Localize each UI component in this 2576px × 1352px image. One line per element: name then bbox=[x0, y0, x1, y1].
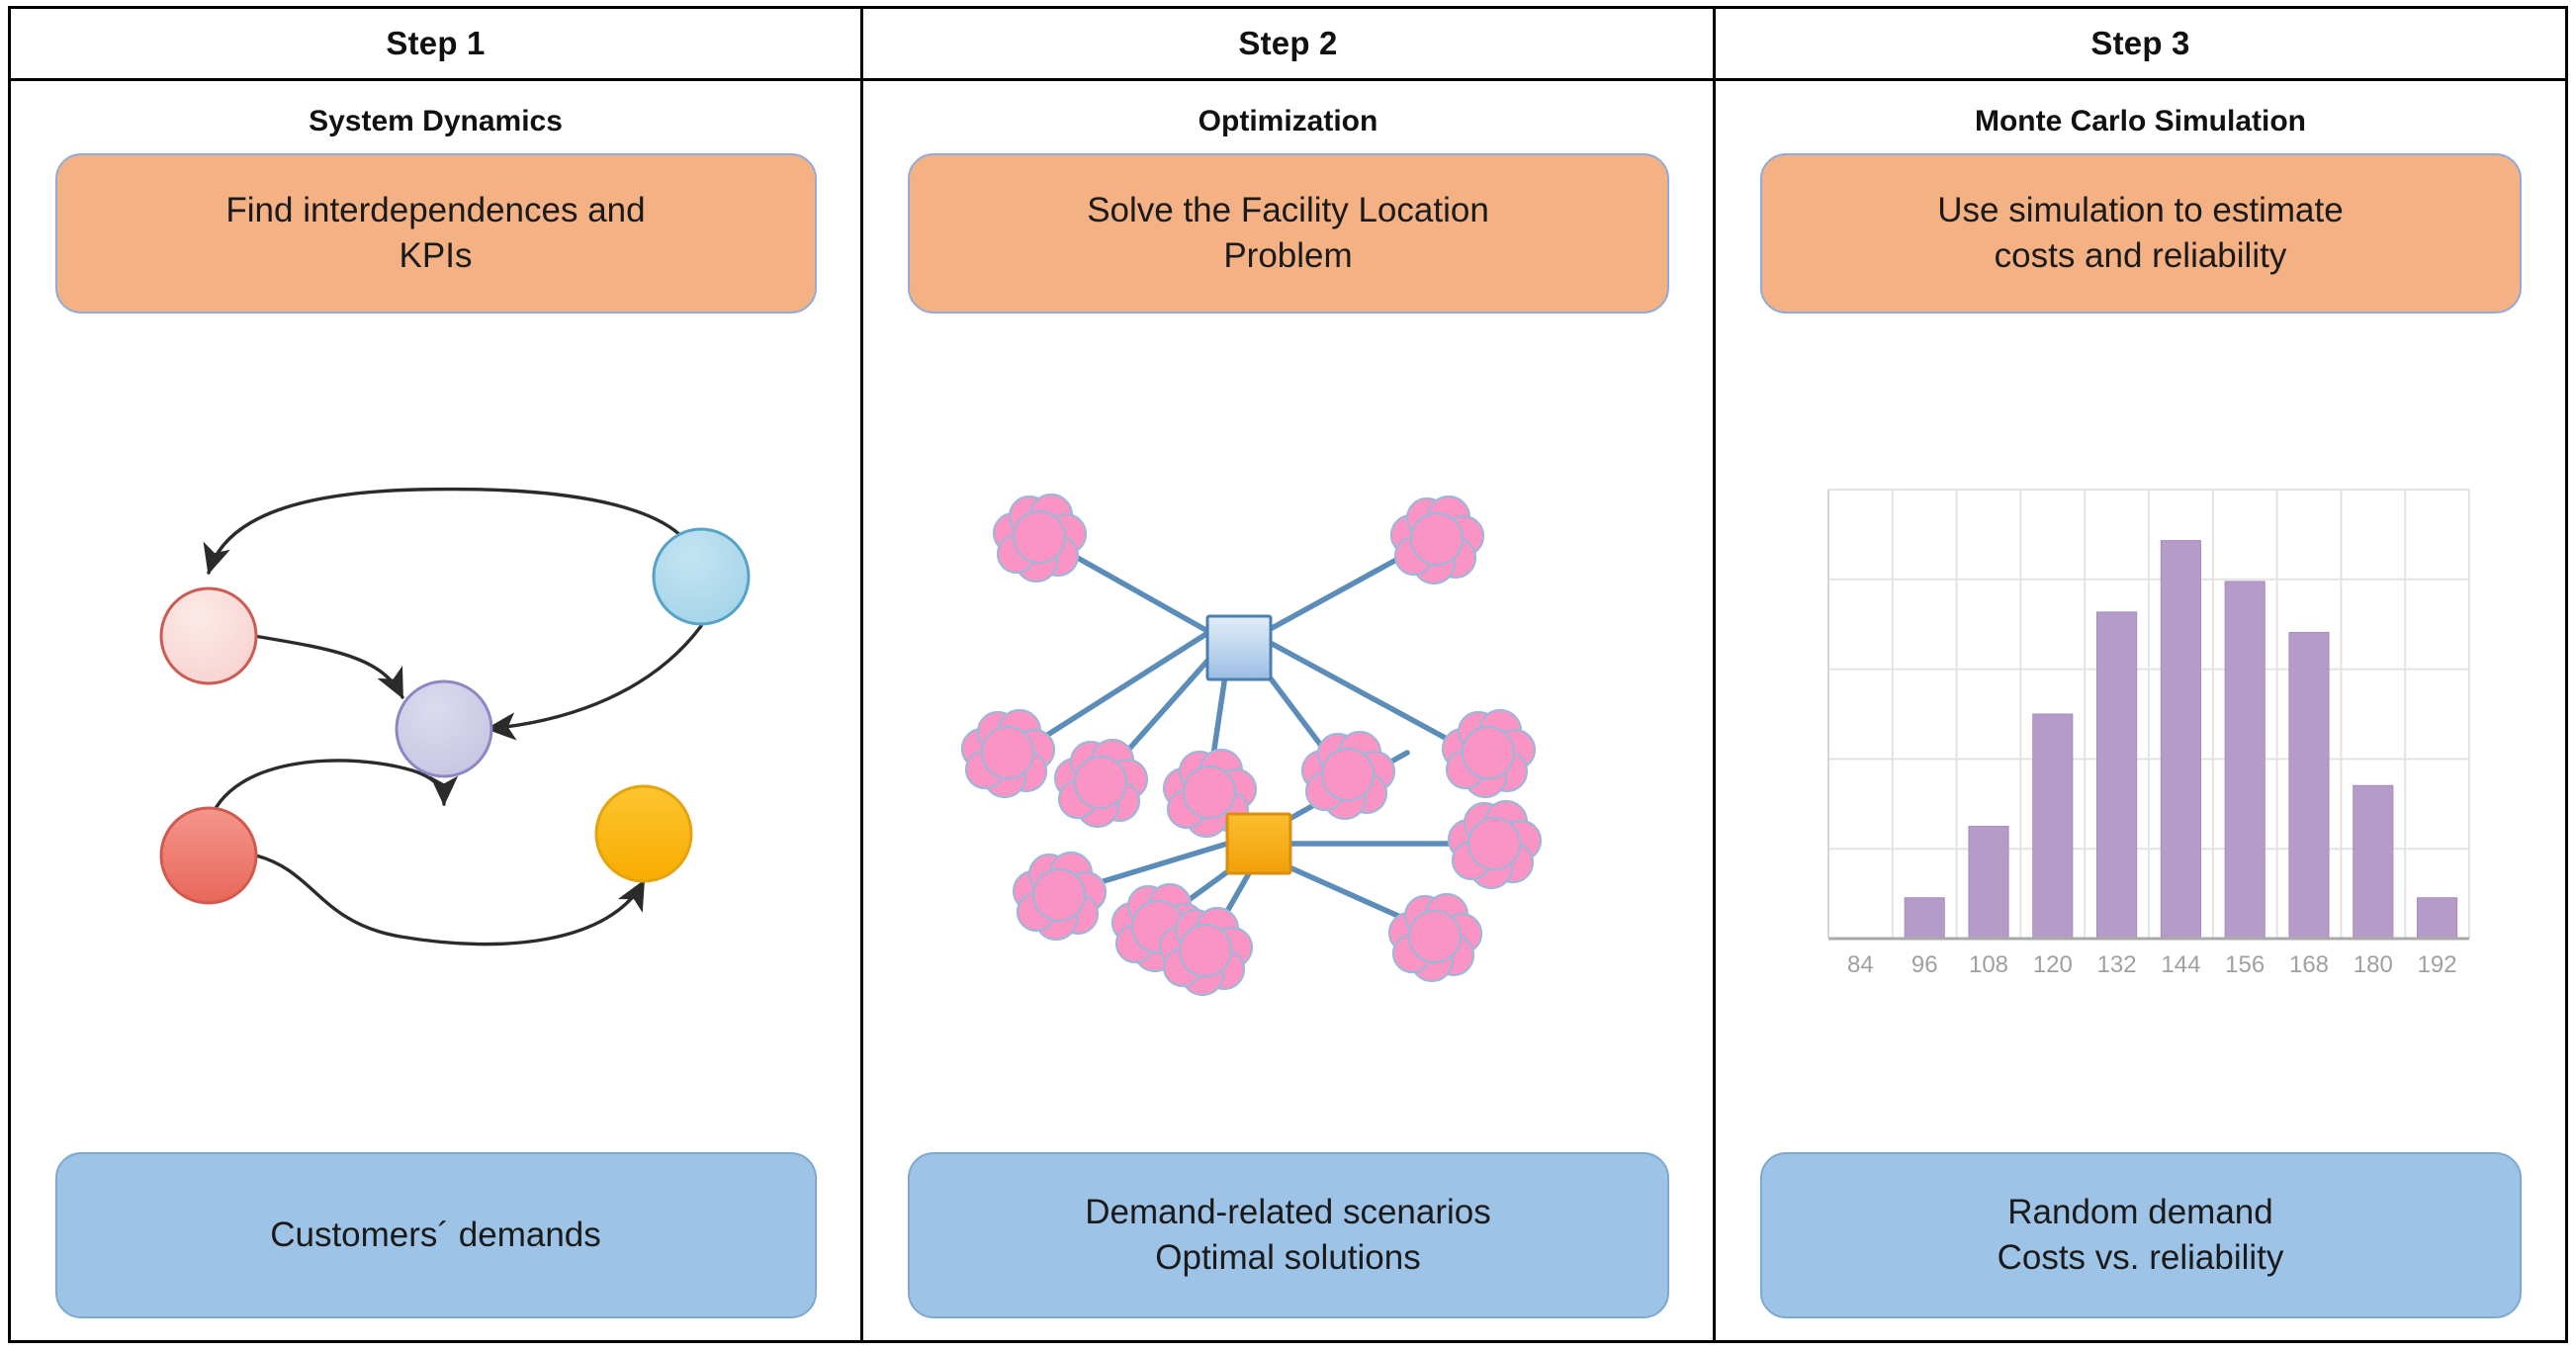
svg-text:180: 180 bbox=[2353, 951, 2392, 978]
top-box-step-3-line1: Use simulation to estimate bbox=[1937, 190, 2344, 229]
svg-text:120: 120 bbox=[2032, 951, 2072, 978]
bottom-box-step-2: Demand-related scenarios Optimal solutio… bbox=[907, 1152, 1669, 1318]
facility-blue-square bbox=[1205, 614, 1272, 681]
monte-carlo-histogram: 84 96 108 120 132 144 156 168 180 192 bbox=[1739, 314, 2541, 1152]
top-box-step-1-line2: KPIs bbox=[399, 236, 473, 275]
step-label-1: Step 1 bbox=[386, 25, 486, 61]
customer-cloud-icon bbox=[960, 708, 1055, 799]
body-cell-step-2: Optimization Solve the Facility Location… bbox=[863, 81, 1716, 1340]
svg-text:168: 168 bbox=[2288, 951, 2328, 978]
header-cell-step-3: Step 3 bbox=[1716, 9, 2565, 78]
customer-nodes bbox=[960, 493, 1542, 997]
facility-orange-square bbox=[1225, 812, 1291, 875]
bottom-box-step-1: Customers´ demands bbox=[54, 1152, 817, 1318]
customer-cloud-icon bbox=[1441, 708, 1536, 799]
customer-cloud-icon bbox=[1389, 495, 1484, 586]
top-box-step-3-line2: costs and reliability bbox=[1994, 236, 2287, 275]
customer-cloud-icon bbox=[1447, 799, 1542, 890]
svg-text:108: 108 bbox=[1968, 951, 2007, 978]
methodology-table: Step 1 Step 2 Step 3 System Dynamics Fin… bbox=[8, 6, 2568, 1343]
customer-cloud-icon bbox=[1053, 738, 1148, 829]
subtitle-step-1: System Dynamics bbox=[309, 105, 563, 137]
system-dynamics-diagram bbox=[35, 314, 837, 1152]
facility-location-diagram bbox=[887, 314, 1689, 1152]
svg-text:192: 192 bbox=[2417, 951, 2456, 978]
bottom-box-step-3-line2: Costs vs. reliability bbox=[1997, 1238, 2284, 1277]
top-box-step-1: Find interdependences and KPIs bbox=[54, 153, 817, 314]
top-box-step-2-line1: Solve the Facility Location bbox=[1087, 190, 1489, 229]
top-box-step-2-line2: Problem bbox=[1223, 236, 1353, 275]
subtitle-step-3: Monte Carlo Simulation bbox=[1974, 105, 2306, 137]
header-cell-step-1: Step 1 bbox=[11, 9, 863, 78]
top-box-step-1-line1: Find interdependences and bbox=[225, 190, 646, 229]
step-label-2: Step 2 bbox=[1238, 25, 1338, 61]
body-cell-step-3: Monte Carlo Simulation Use simulation to… bbox=[1716, 81, 2565, 1340]
bottom-box-step-3-line1: Random demand bbox=[2007, 1192, 2273, 1231]
svg-text:144: 144 bbox=[2161, 951, 2200, 978]
body-cell-step-1: System Dynamics Find interdependences an… bbox=[11, 81, 863, 1340]
lavender-node bbox=[395, 679, 492, 778]
step-label-3: Step 3 bbox=[2090, 25, 2190, 61]
amber-node bbox=[594, 784, 692, 883]
customer-cloud-icon bbox=[992, 493, 1087, 584]
light-blue-node bbox=[652, 527, 750, 626]
top-box-step-3: Use simulation to estimate costs and rel… bbox=[1759, 153, 2522, 314]
table-header-row: Step 1 Step 2 Step 3 bbox=[11, 9, 2565, 81]
top-box-step-2: Solve the Facility Location Problem bbox=[907, 153, 1669, 314]
svg-text:132: 132 bbox=[2096, 951, 2136, 978]
subtitle-step-2: Optimization bbox=[1198, 105, 1378, 137]
bottom-box-step-1-line1: Customers´ demands bbox=[270, 1215, 601, 1254]
salmon-node bbox=[159, 806, 257, 905]
bottom-box-step-2-line1: Demand-related scenarios bbox=[1085, 1192, 1491, 1231]
customer-cloud-icon bbox=[1387, 892, 1482, 983]
customer-cloud-icon bbox=[1012, 851, 1107, 942]
table-body-row: System Dynamics Find interdependences an… bbox=[11, 81, 2565, 1340]
svg-text:156: 156 bbox=[2225, 951, 2265, 978]
svg-text:96: 96 bbox=[1910, 951, 1937, 978]
header-cell-step-2: Step 2 bbox=[863, 9, 1716, 78]
customer-cloud-icon bbox=[1300, 730, 1395, 821]
bottom-box-step-3: Random demand Costs vs. reliability bbox=[1759, 1152, 2522, 1318]
pale-pink-node bbox=[159, 586, 257, 685]
svg-text:84: 84 bbox=[1847, 951, 1874, 978]
bottom-box-step-2-line2: Optimal solutions bbox=[1155, 1238, 1421, 1277]
